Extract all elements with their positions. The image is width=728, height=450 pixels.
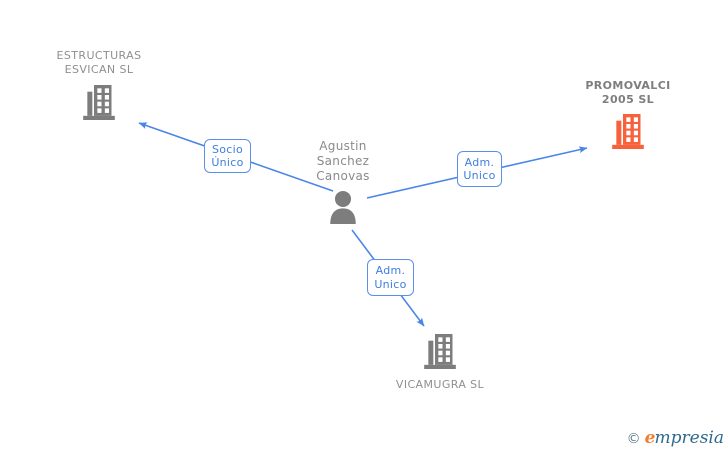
building-icon — [612, 114, 644, 149]
company-name-line: ESVICAN SL — [64, 63, 134, 76]
company-name: VICAMUGRA SL — [395, 378, 485, 391]
company-node-promovalci[interactable]: PROMOVALCI 2005 SL — [553, 79, 703, 149]
brand-letter-e: e — [644, 428, 656, 448]
company-name-line: 2005 SL — [601, 93, 655, 106]
building-icon — [424, 334, 456, 369]
brand-text: mpresia — [654, 428, 725, 448]
relation-label-adm-unico-bottom: Adm. Unico — [367, 259, 414, 296]
company-name-line: ESTRUCTURAS — [56, 49, 142, 62]
empresia-logo[interactable]: © empresia — [626, 428, 725, 448]
person-name-line: Canovas — [316, 169, 370, 183]
company-node-estructuras[interactable]: ESTRUCTURAS ESVICAN SL — [24, 49, 174, 120]
company-node-vicamugra[interactable]: VICAMUGRA SL — [365, 334, 515, 392]
person-name-line: Agustin — [319, 139, 367, 153]
person-icon — [330, 190, 356, 224]
building-icon — [83, 85, 115, 120]
relation-label-socio-unico: Socio Único — [204, 139, 251, 173]
relation-label-adm-unico-right: Adm. Unico — [457, 151, 502, 187]
company-name-line: PROMOVALCI — [585, 79, 671, 92]
person-node-agustin-sanchez-canovas[interactable]: Agustin Sanchez Canovas — [303, 139, 383, 224]
person-name-line: Sanchez — [316, 154, 370, 168]
copyright-icon: © — [626, 431, 641, 447]
